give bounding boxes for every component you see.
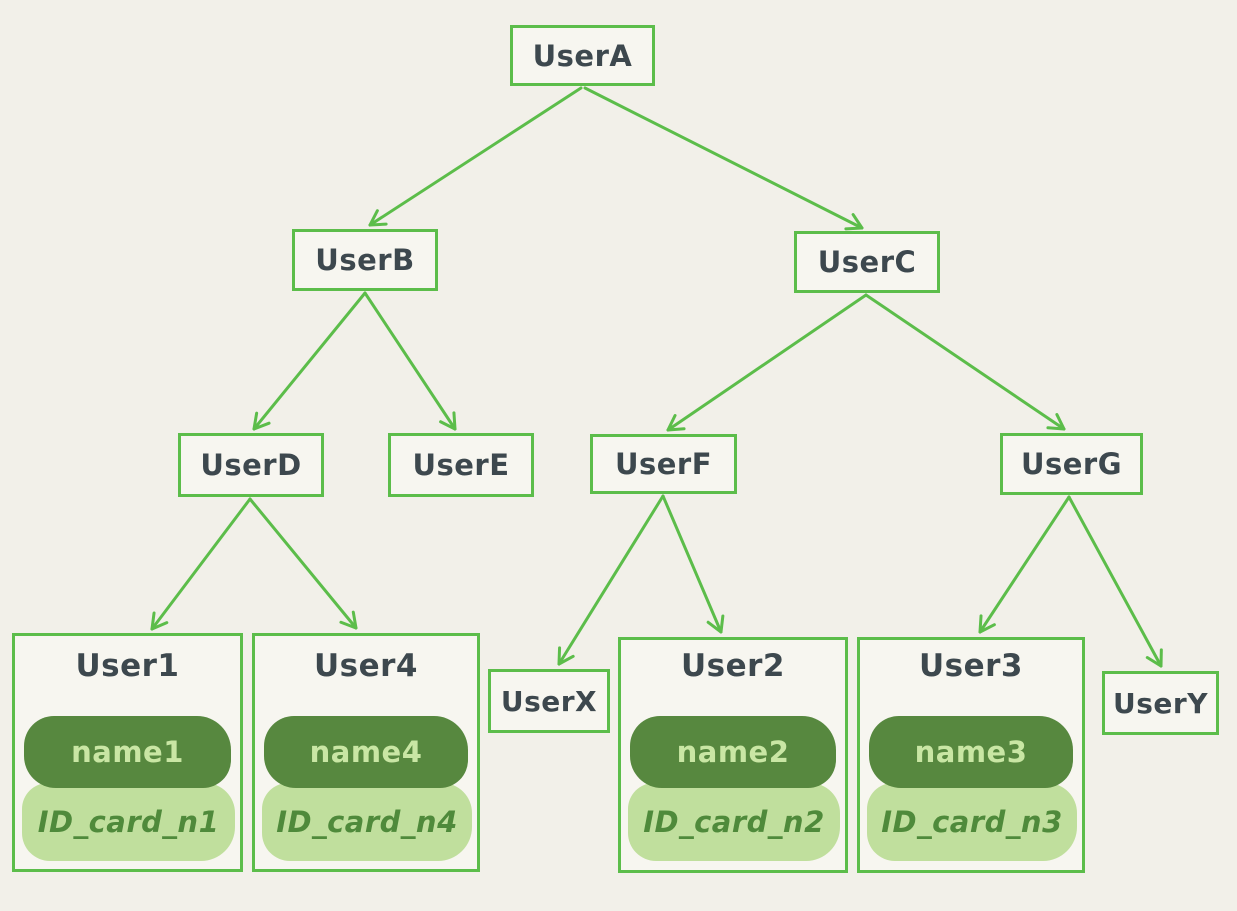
card-user1-name-pill: name1 (24, 716, 231, 788)
edge-userC-userF (666, 293, 868, 432)
card-user3-name-pill: name3 (869, 716, 1073, 788)
card-user4-title: User4 (313, 648, 418, 684)
card-user1: User1 name1 ID_card_n1 (12, 633, 243, 872)
card-user2-name-pill: name2 (630, 716, 836, 788)
card-user2: User2 name2 ID_card_n2 (618, 637, 848, 873)
node-userF-label: UserF (614, 447, 713, 481)
edge-userB-userE (363, 291, 457, 431)
node-userE: UserE (388, 433, 534, 497)
node-userX: UserX (488, 669, 610, 733)
card-user1-id: ID_card_n1 (37, 805, 220, 839)
card-user3-id: ID_card_n3 (881, 805, 1063, 839)
node-userG-label: UserG (1020, 447, 1123, 481)
card-user3: User3 name3 ID_card_n3 (857, 637, 1085, 873)
node-userG: UserG (1000, 433, 1143, 495)
node-userA-label: UserA (532, 38, 633, 73)
edge-userB-userD (252, 291, 367, 431)
node-userX-label: UserX (500, 684, 598, 718)
card-user4: User4 name4 ID_card_n4 (252, 633, 480, 872)
card-user2-id: ID_card_n2 (643, 805, 825, 839)
node-userD: UserD (178, 433, 324, 497)
node-userB: UserB (292, 229, 438, 291)
edge-userA-userB (368, 86, 583, 227)
edge-userC-userG (864, 293, 1066, 431)
card-user4-id: ID_card_n4 (276, 805, 458, 839)
node-userC: UserC (794, 231, 940, 293)
edge-userA-userC (583, 86, 864, 231)
card-user1-name: name1 (71, 735, 184, 769)
node-userB-label: UserB (315, 243, 415, 277)
edge-userD-user1 (150, 497, 252, 631)
card-user4-id-pill: ID_card_n4 (262, 783, 472, 861)
node-userC-label: UserC (817, 245, 917, 279)
card-user1-title: User1 (75, 648, 180, 684)
card-user1-id-pill: ID_card_n1 (22, 783, 235, 861)
card-user4-name: name4 (309, 735, 423, 769)
card-user2-title: User2 (680, 648, 785, 684)
card-user3-id-pill: ID_card_n3 (867, 783, 1077, 861)
card-user2-name: name2 (676, 735, 790, 769)
edge-userG-user3 (978, 495, 1071, 634)
card-user3-name: name3 (914, 735, 1028, 769)
card-user4-name-pill: name4 (264, 716, 468, 788)
card-user3-title: User3 (918, 648, 1023, 684)
node-userE-label: UserE (412, 448, 510, 482)
node-userY: UserY (1102, 671, 1219, 735)
node-userF: UserF (590, 434, 737, 494)
edge-userF-user2 (661, 494, 725, 634)
node-userD-label: UserD (200, 448, 302, 482)
edge-userD-user4 (248, 497, 358, 630)
node-userA: UserA (510, 25, 655, 86)
node-userY-label: UserY (1113, 686, 1208, 720)
card-user2-id-pill: ID_card_n2 (628, 783, 840, 861)
